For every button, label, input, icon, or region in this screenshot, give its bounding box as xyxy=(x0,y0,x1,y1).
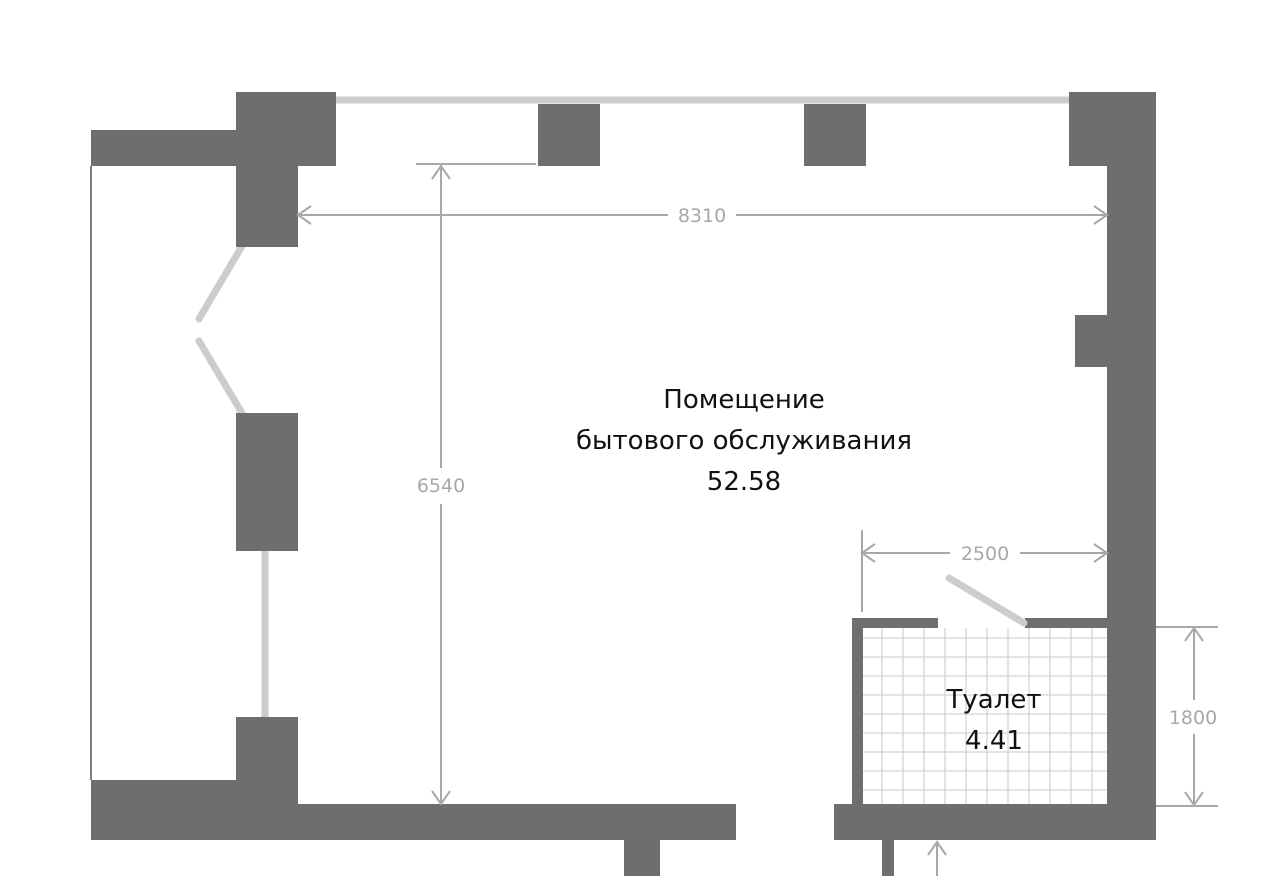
room-toilet-name: Туалет xyxy=(946,685,1042,715)
wall-bottom-main xyxy=(296,804,736,840)
dimension-label-height-toilet: 1800 xyxy=(1169,707,1217,729)
wall-left-upper-pier xyxy=(236,166,298,247)
column-top-1 xyxy=(538,104,600,166)
wall-right xyxy=(1107,92,1156,840)
room-main-name-line2: бытового обслуживания xyxy=(576,426,912,456)
dimension-label-width-toilet: 2500 xyxy=(961,543,1009,565)
wall-bottom-right xyxy=(834,804,1156,840)
room-main-area: 52.58 xyxy=(707,467,781,497)
walls xyxy=(91,92,1156,876)
toilet-door xyxy=(945,574,1028,627)
wall-left-mid-pier xyxy=(236,413,298,551)
dimension-label-width-main: 8310 xyxy=(678,205,726,227)
dimension-lines xyxy=(296,163,1218,876)
room-main-name-line1: Помещение xyxy=(663,385,824,415)
wall-below-stub-right xyxy=(882,838,894,876)
wall-top-left-ledge xyxy=(91,130,237,166)
wall-bottom-left xyxy=(91,780,298,840)
column-top-2 xyxy=(804,104,866,166)
bay-window-upper xyxy=(195,242,246,323)
wall-toilet-top-right xyxy=(1025,618,1109,628)
room-toilet-area: 4.41 xyxy=(965,726,1023,756)
wall-toilet-left xyxy=(852,618,863,805)
wall-top-left-block xyxy=(236,92,336,166)
wall-below-stub-left xyxy=(624,838,660,876)
dimension-label-height-main: 6540 xyxy=(417,475,465,497)
wall-left-lower-pier xyxy=(236,717,298,781)
bay-window-lower xyxy=(195,337,246,417)
wall-toilet-top-left xyxy=(852,618,938,628)
toilet-tile-grid xyxy=(862,628,1107,804)
wall-right-niche xyxy=(1075,315,1108,367)
